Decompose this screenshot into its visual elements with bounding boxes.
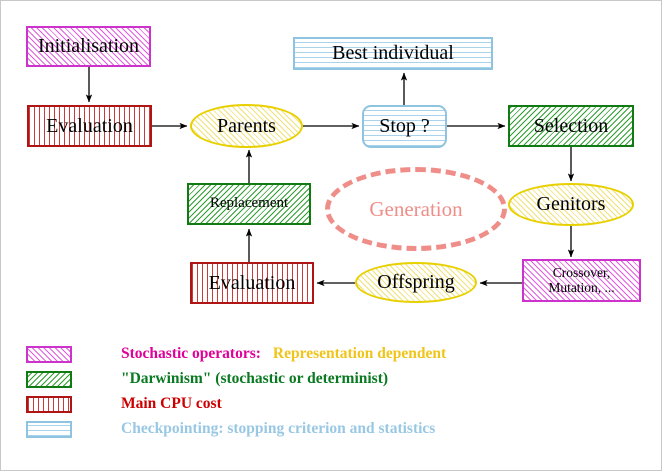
node-evaluation-bottom-label: Evaluation [208, 271, 296, 294]
legend-swatch-magenta-diagonal-hatch [26, 345, 72, 363]
node-crossover-mutation-line1: Crossover, [552, 265, 611, 281]
node-offspring-label: Offspring [377, 271, 455, 293]
legend-label-checkpointing-primary: Checkpointing: stopping criterion and st… [121, 420, 436, 437]
legend-row-darwinism: "Darwinism" (stochastic or determinist) [26, 367, 636, 391]
node-crossover-mutation[interactable]: Crossover, Mutation, ... [522, 259, 641, 302]
node-generation-group: Generation [325, 167, 507, 251]
node-parents[interactable]: Parents [190, 104, 303, 148]
node-genitors-label: Genitors [536, 193, 606, 215]
legend-swatch-green-diagonal-hatch [26, 370, 72, 388]
node-generation-label: Generation [369, 196, 463, 221]
legend-label-stochastic-operators-secondary: Representation dependent [272, 345, 447, 362]
node-initialisation-label: Initialisation [37, 35, 140, 57]
legend-row-checkpointing: Checkpointing: stopping criterion and st… [26, 417, 636, 441]
node-best-individual[interactable]: Best individual [293, 37, 493, 70]
node-replacement[interactable]: Replacement [187, 183, 311, 225]
node-genitors[interactable]: Genitors [508, 183, 634, 226]
legend-label-darwinism-primary: "Darwinism" (stochastic or determinist) [121, 370, 389, 387]
legend-label-main-cpu-cost: Main CPU cost [121, 395, 222, 413]
node-evaluation-bottom[interactable]: Evaluation [190, 262, 314, 304]
legend-swatch-blue-horizontal-hatch [26, 420, 72, 438]
node-parents-label: Parents [217, 114, 276, 137]
node-initialisation[interactable]: Initialisation [26, 26, 151, 67]
legend-swatch-red-vertical-hatch [26, 395, 72, 413]
node-selection-label: Selection [533, 114, 609, 137]
legend-label-darwinism: "Darwinism" (stochastic or determinist) [121, 370, 388, 388]
legend-row-main-cpu-cost: Main CPU cost [26, 392, 636, 416]
legend-label-stochastic-operators: Stochastic operators: Representation depe… [121, 345, 446, 363]
node-stop[interactable]: Stop ? [362, 105, 447, 148]
legend-label-stochastic-operators-primary: Stochastic operators: [121, 345, 261, 362]
node-offspring[interactable]: Offspring [355, 262, 477, 303]
node-replacement-label: Replacement [209, 195, 289, 212]
node-evaluation-top-label: Evaluation [46, 114, 133, 137]
node-evaluation-top[interactable]: Evaluation [27, 105, 152, 147]
legend-row-stochastic-operators: Stochastic operators: Representation depe… [26, 342, 636, 366]
legend-label-main-cpu-cost-primary: Main CPU cost [121, 395, 222, 412]
node-stop-label: Stop ? [379, 115, 430, 137]
node-crossover-mutation-line2: Mutation, ... [548, 279, 615, 295]
node-selection[interactable]: Selection [508, 105, 634, 147]
legend-label-checkpointing: Checkpointing: stopping criterion and st… [121, 420, 435, 438]
node-best-individual-label: Best individual [332, 42, 454, 64]
legend: Stochastic operators: Representation depe… [26, 342, 636, 442]
